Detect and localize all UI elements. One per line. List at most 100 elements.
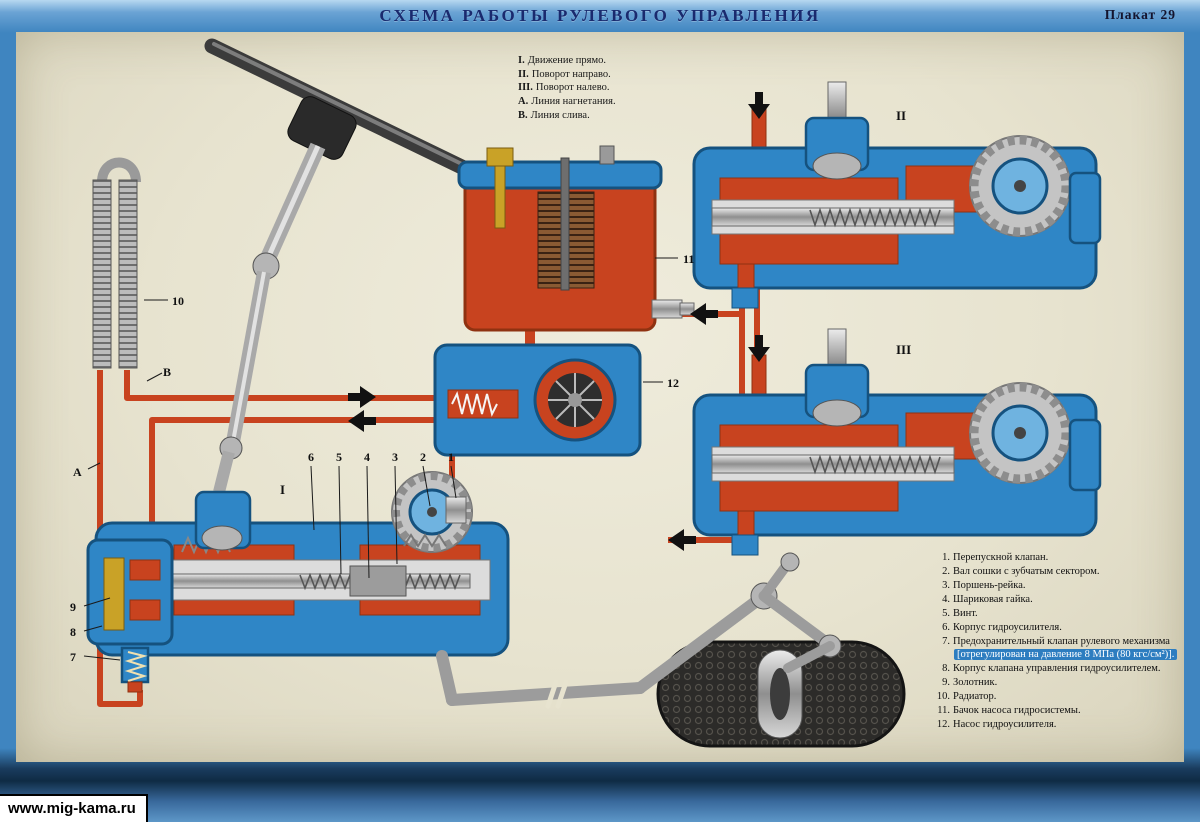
flow-arrow-left — [690, 303, 718, 325]
outlet-fitting — [651, 299, 683, 319]
bypass-valve-fitting — [445, 496, 467, 524]
part-text: Радиатор. — [953, 691, 997, 703]
legend-item-label: III. — [518, 82, 533, 94]
hydraulic-pump — [433, 343, 642, 457]
label-pump: 12 — [667, 376, 679, 390]
label-section-i: I — [280, 482, 285, 497]
spool — [103, 557, 125, 631]
legend-item-text: Поворот налево. — [535, 82, 610, 94]
legend-item-text: Линия нагнетания. — [531, 95, 616, 107]
part-text: Золотник. — [953, 677, 998, 689]
breather — [599, 145, 615, 165]
part-item: 2.Вал сошки с зубчатым сектором. — [930, 565, 1192, 578]
part-item: 4.Шариковая гайка. — [930, 593, 1192, 606]
leader-line — [366, 465, 370, 579]
label-callout-3: 3 — [392, 450, 398, 464]
drag-link — [446, 682, 646, 706]
label-callout-1: 1 — [448, 450, 454, 464]
page-title: СХЕМА РАБОТЫ РУЛЕВОГО УПРАВЛЕНИЯ — [379, 6, 821, 25]
leader-line — [450, 465, 457, 499]
part-text: Корпус клапана управления гидроусилителе… — [953, 663, 1161, 675]
part-item: 11.Бачок насоса гидросистемы. — [930, 704, 1192, 717]
label-spool: 9 — [70, 600, 76, 614]
leader-line — [87, 462, 101, 470]
part-number: 8. — [942, 663, 950, 675]
flow-arrow-left — [668, 529, 696, 551]
legend-item: I.Движение прямо. — [518, 54, 688, 68]
legend-item: В.Линия слива. — [518, 109, 688, 123]
label-section-iii: III — [896, 342, 911, 357]
ball-nut — [349, 565, 407, 597]
part-text: Винт. — [953, 608, 978, 620]
part-note: [отрегулирован на давление 8 МПа (80 кгс… — [954, 649, 1178, 661]
parts-list: 1.Перепускной клапан. 2.Вал сошки с зубч… — [930, 551, 1192, 732]
radiator — [92, 157, 141, 369]
label-line-b: В — [163, 365, 171, 379]
flow-arrow-down — [748, 335, 770, 362]
part-number: 3. — [942, 580, 950, 592]
pump-reservoir — [457, 145, 695, 332]
leader-line — [83, 625, 103, 632]
legend-item-text: Движение прямо. — [527, 55, 606, 66]
legend-item-text: Линия слива. — [530, 109, 590, 121]
label-callout-2: 2 — [420, 450, 426, 464]
leader-line — [422, 465, 431, 507]
part-text: Шариковая гайка. — [953, 594, 1033, 606]
part-text: Перепускной клапан. — [953, 552, 1049, 563]
label-reservoir: 11 — [683, 252, 694, 266]
label-section-ii: II — [896, 108, 906, 123]
part-text: Корпус гидроусилителя. — [953, 622, 1062, 634]
part-number: 5. — [942, 608, 950, 620]
leader-line — [338, 465, 342, 575]
part-item: 10.Радиатор. — [930, 690, 1192, 703]
poster-number-label: Плакат 29 — [1104, 7, 1176, 22]
legend-item-label: I. — [518, 55, 525, 66]
leader-line — [394, 465, 398, 565]
pipe-pump-to-valve — [149, 417, 436, 538]
flow-arrow-left — [348, 410, 376, 432]
legend: I.Движение прямо. II.Поворот направо. II… — [518, 54, 688, 122]
flow-arrows — [348, 92, 770, 551]
legend-item-label: В. — [518, 109, 528, 121]
part-number: 1. — [942, 552, 950, 563]
steering-gear-section-i — [86, 471, 510, 693]
part-text: Насос гидроусилителя. — [953, 719, 1057, 731]
part-number: 9. — [942, 677, 950, 689]
part-number: 11. — [937, 705, 950, 717]
pitman-arm — [436, 650, 458, 706]
label-valve-housing: 8 — [70, 625, 76, 639]
steering-linkage — [436, 552, 842, 709]
watermark: www.mig-kama.ru — [0, 794, 148, 822]
pipe-radiator-to-pump — [124, 370, 436, 401]
part-item: 1.Перепускной клапан. — [930, 551, 1192, 564]
part-item: 12.Насос гидроусилителя. — [930, 718, 1192, 731]
part-item: 3.Поршень-рейка. — [930, 579, 1192, 592]
part-item: 6.Корпус гидроусилителя. — [930, 621, 1192, 634]
control-valve-housing — [86, 538, 174, 646]
leader-line — [83, 655, 121, 661]
label-relief-valve: 7 — [70, 650, 76, 664]
part-item: 8.Корпус клапана управления гидроусилите… — [930, 662, 1192, 675]
legend-item: А.Линия нагнетания. — [518, 95, 688, 109]
part-number: 12. — [936, 719, 950, 731]
legend-item: II.Поворот направо. — [518, 68, 688, 82]
part-text: Вал сошки с зубчатым сектором. — [953, 566, 1100, 578]
part-text: Бачок насоса гидросистемы. — [953, 705, 1081, 717]
leader-line — [146, 372, 163, 382]
part-number: 2. — [942, 566, 950, 578]
leader-line — [310, 465, 315, 531]
label-callout-4: 4 — [364, 450, 370, 464]
flow-arrow-right — [348, 386, 376, 408]
part-item: 7.Предохранительный клапан рулевого меха… — [930, 635, 1192, 661]
legend-item-label: А. — [518, 95, 529, 107]
knuckle-arm — [758, 590, 832, 648]
part-number: 4. — [942, 594, 950, 606]
road-wheel — [656, 640, 906, 748]
flow-arrow-down — [748, 92, 770, 119]
control-valve-unit-iii — [694, 329, 1100, 555]
label-callout-6: 6 — [308, 450, 314, 464]
part-text: Поршень-рейка. — [953, 580, 1026, 592]
legend-item: III.Поворот налево. — [518, 81, 688, 95]
